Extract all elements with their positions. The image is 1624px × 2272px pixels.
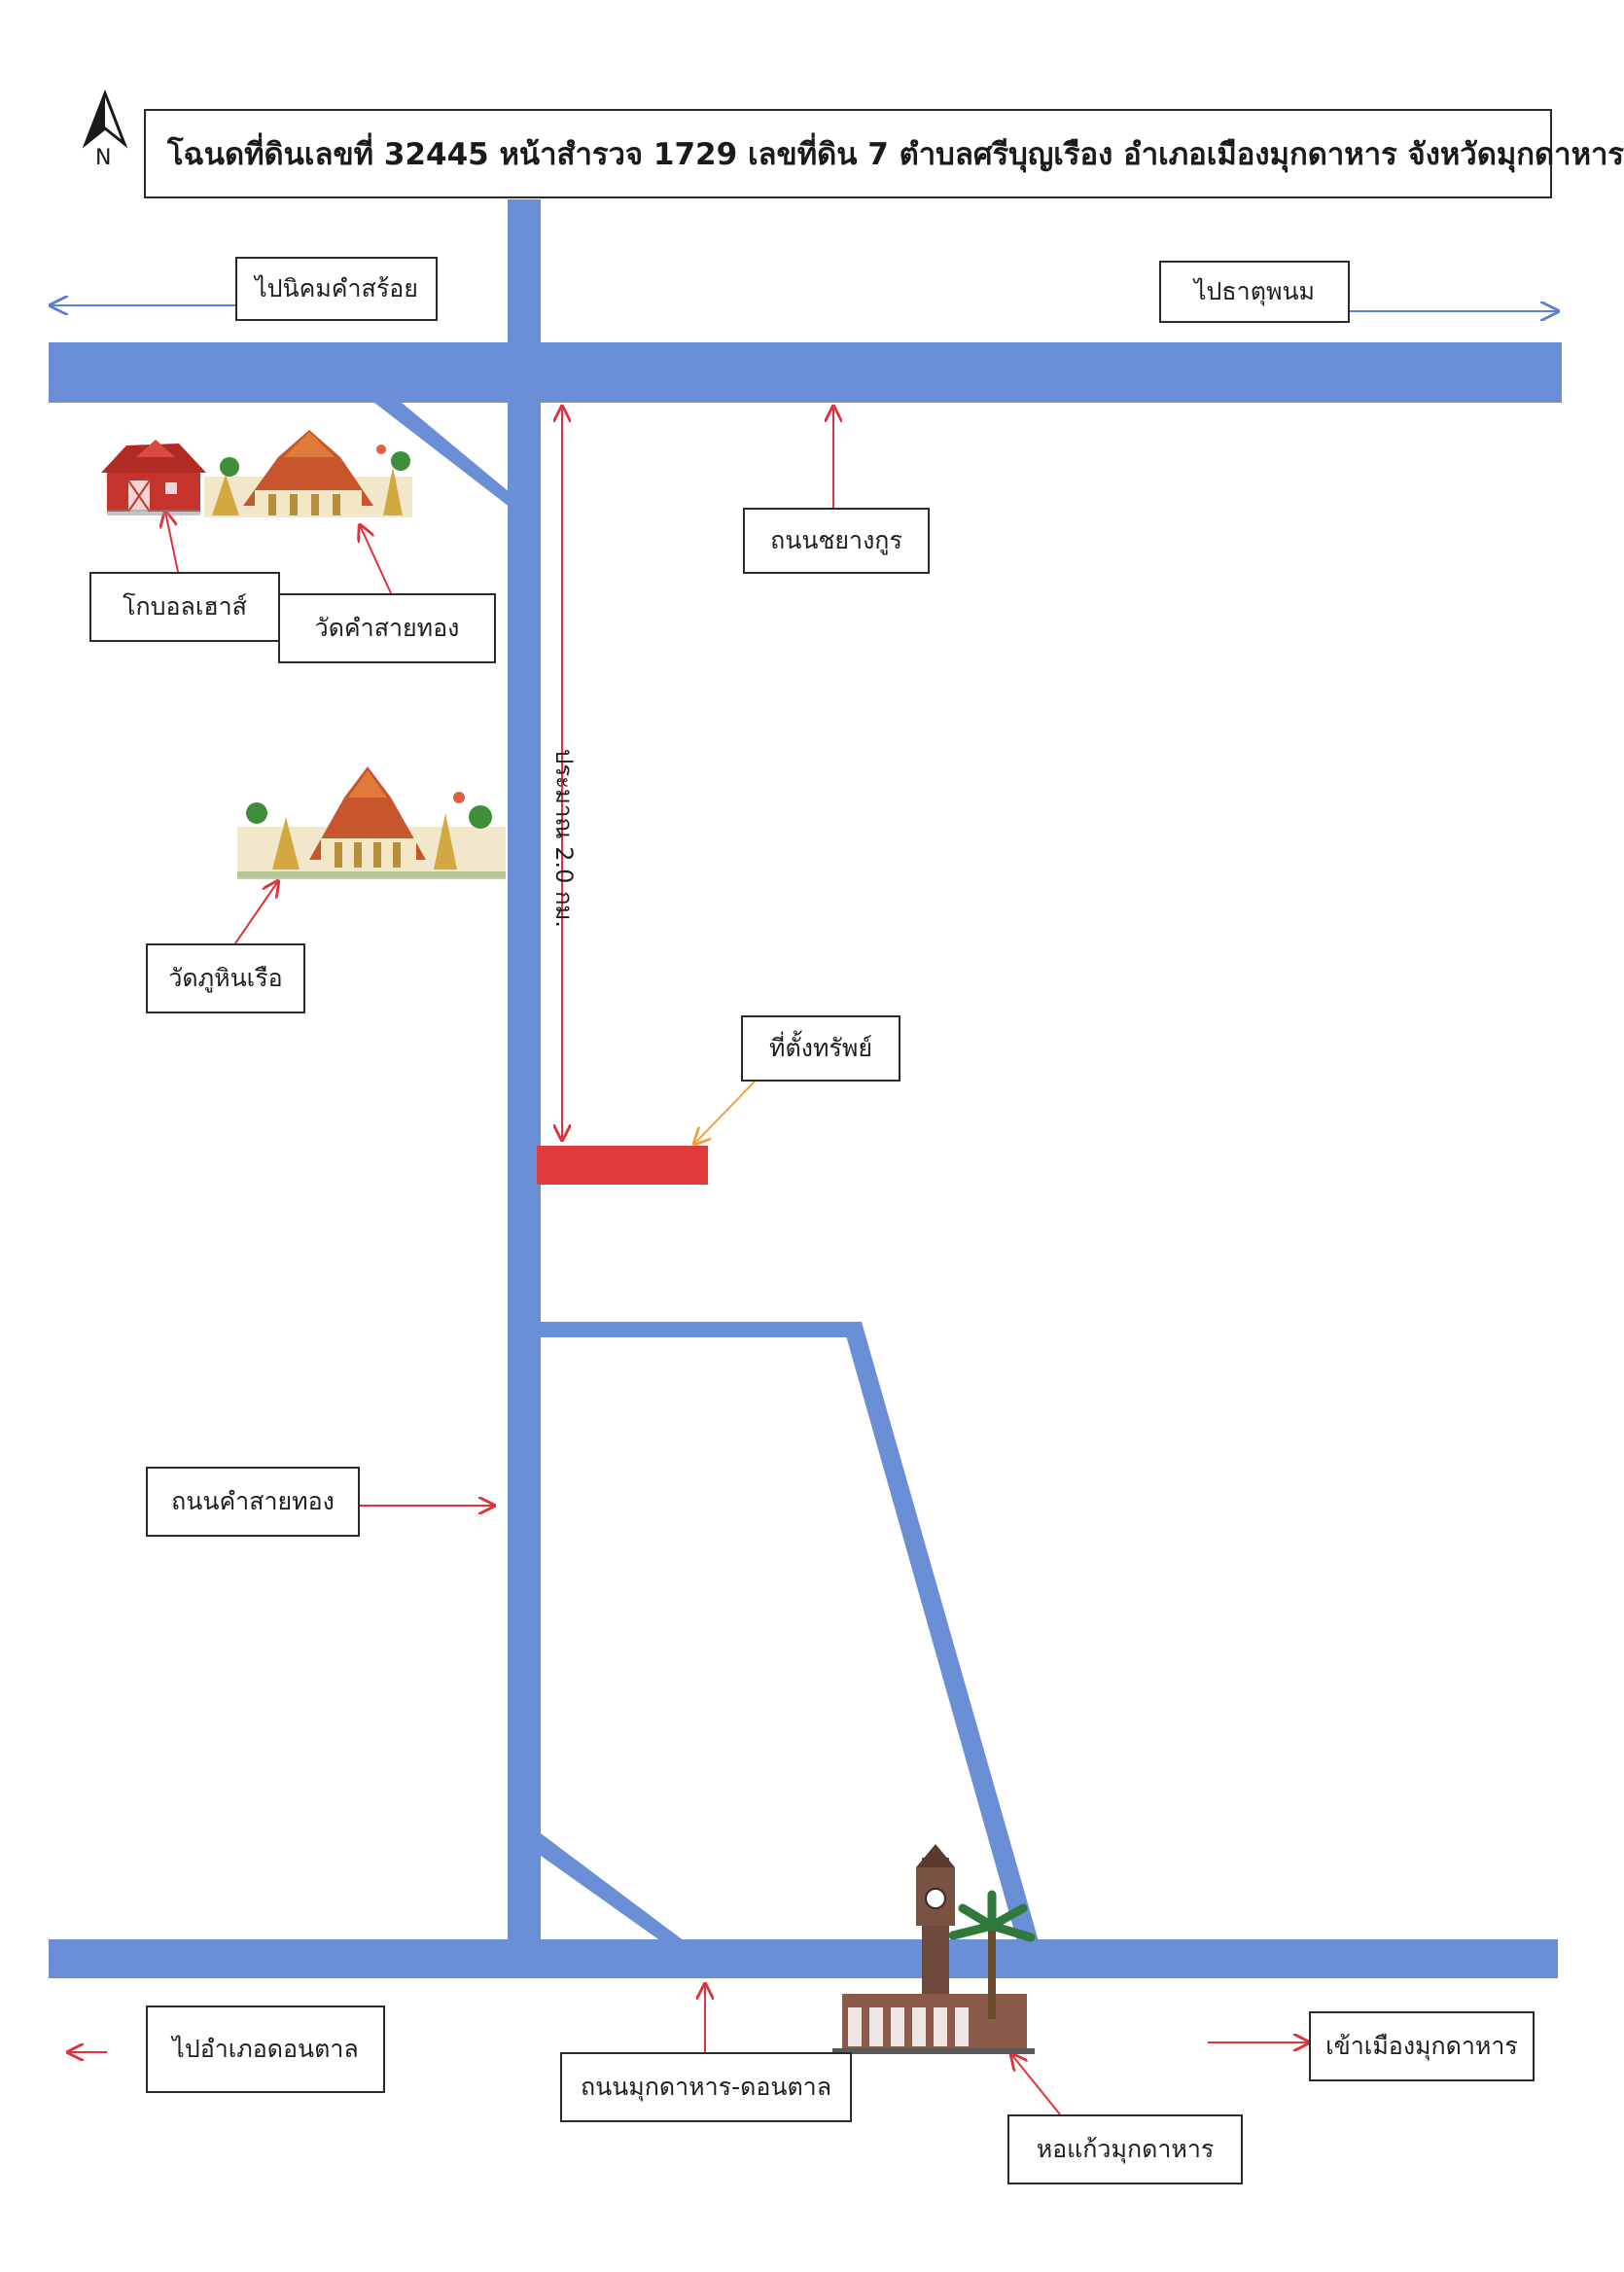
ho-kaeo-mukdahan-icon [832,1844,1036,2054]
map-title-text: โฉนดที่ดินเลขที่ 32445 หน้าสำรวจ 1729 เล… [167,137,1624,172]
label-mukdahan-don-tan-road: ถนนมุกดาหาร-ดอนตาล [560,2052,852,2122]
north-arrow-icon [82,89,128,149]
arrow-ho-kaeo [1011,2054,1061,2115]
label-into-mukdahan: เข้าเมืองมุกดาหาร [1309,2011,1535,2081]
arrow-wat-kham-sai-thong [360,525,392,594]
label-chayangkun-road: ถนนชยางกูร [743,508,930,574]
label-to-that-phanom: ไปธาตุพนม [1159,261,1350,323]
arrow-property [694,1081,756,1144]
road-branch-horizontal [541,1322,854,1337]
road-diagonal-bottom [541,1833,685,1941]
north-label: N [95,146,112,170]
label-to-don-tan: ไปอำเภอดอนตาล [146,2006,385,2093]
wat-kham-sai-thong-icon [204,430,412,517]
global-house-icon [101,440,206,515]
arrow-global-house [165,512,179,573]
distance-label: ประมาณ 2.0 กม. [550,749,578,928]
label-global-house: โกบอลเฮาส์ [89,572,280,642]
road-kham-sai-thong [508,199,541,1942]
label-ho-kaeo-mukdahan: หอแก้วมุกดาหาร [1007,2114,1243,2184]
label-wat-kham-sai-thong: วัดคำสายทอง [278,593,496,663]
property-block [537,1146,708,1185]
road-network [49,199,1562,1978]
label-kham-sai-thong-road: ถนนคำสายทอง [146,1467,360,1537]
road-diagonal-top [374,403,511,508]
road-bottom-mukdahan-don-tan [49,1939,1558,1978]
road-branch-diagonal [842,1322,1039,1941]
map-title: โฉนดที่ดินเลขที่ 32445 หน้าสำรวจ 1729 เล… [144,109,1624,198]
arrow-wat-phu-hin-ruea [234,881,278,944]
wat-phu-hin-ruea-icon [237,766,506,879]
road-top-highway [49,342,1562,403]
label-to-nikhom: ไปนิคมคำสร้อย [235,257,438,321]
label-wat-phu-hin-ruea: วัดภูหินเรือ [146,943,305,1013]
label-property-location: ที่ตั้งทรัพย์ [741,1015,900,1082]
